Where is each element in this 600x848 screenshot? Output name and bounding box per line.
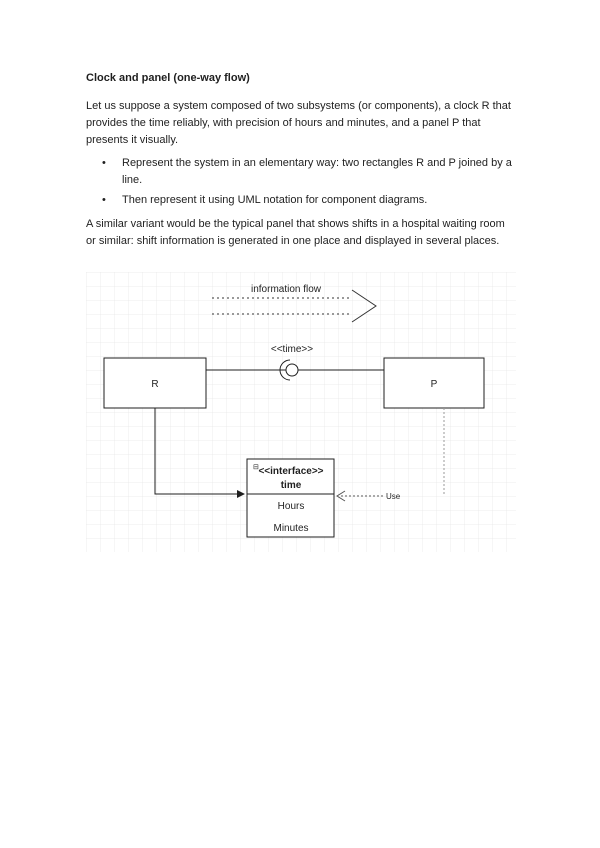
- list-item: • Represent the system in an elementary …: [86, 155, 516, 189]
- interface-connector: [206, 359, 384, 381]
- component-p-box[interactable]: [383, 357, 485, 409]
- use-label: Use: [386, 492, 401, 501]
- list-item-text: Then represent it using UML notation for…: [122, 194, 428, 206]
- r-to-interface-arrow: [154, 408, 245, 498]
- use-dependency-arrow: [336, 490, 384, 502]
- component-diagram: information flow <<time>> R P: [86, 272, 516, 552]
- collapse-icon[interactable]: ⊟: [253, 464, 259, 471]
- component-r-label: R: [151, 379, 158, 390]
- variant-paragraph: A similar variant would be the typical p…: [86, 218, 505, 247]
- section-heading: Clock and panel (one-way flow): [86, 72, 250, 84]
- information-flow-label: information flow: [251, 284, 322, 295]
- component-p-label: P: [431, 379, 438, 390]
- bullet-icon: •: [102, 194, 106, 206]
- interface-attribute-hours: Hours: [278, 501, 305, 512]
- information-flow-arrow: [212, 289, 377, 323]
- intro-paragraph: Let us suppose a system composed of two …: [86, 100, 511, 146]
- interface-stereotype: <<interface>>: [258, 466, 323, 477]
- bullet-icon: •: [102, 157, 106, 169]
- interface-name: time: [281, 480, 302, 491]
- list-item-text: Represent the system in an elementary wa…: [122, 157, 512, 186]
- interface-attribute-minutes: Minutes: [273, 523, 308, 534]
- component-r-box[interactable]: [103, 357, 207, 409]
- interface-stereotype-label: <<time>>: [271, 344, 313, 355]
- diagram-canvas: information flow <<time>> R P: [86, 272, 516, 552]
- interface-class-box[interactable]: [246, 458, 335, 538]
- task-list: • Represent the system in an elementary …: [86, 155, 516, 212]
- list-item: • Then represent it using UML notation f…: [86, 192, 516, 209]
